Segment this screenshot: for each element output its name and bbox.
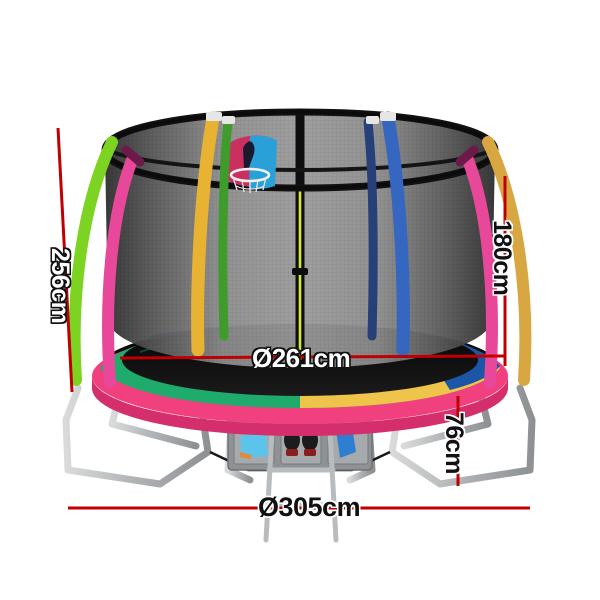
dimension-label-net-height: 180cm (488, 220, 516, 296)
dimension-line-256 (56, 127, 74, 393)
dimension-label-overall-diameter: Ø305cm (258, 492, 361, 522)
pole-yellow (191, 111, 220, 357)
pole-outer-left-pink (102, 154, 138, 388)
pole-outer-right-pink (462, 154, 498, 388)
pole-outer-left-green (68, 136, 118, 386)
dimension-lines (56, 127, 530, 510)
dimension-line-261 (119, 354, 506, 360)
towel-item (240, 432, 268, 458)
dimension-label-frame-height: 76cm (440, 412, 468, 474)
safety-enclosure-net (101, 108, 499, 368)
pole-dark-blue (363, 117, 378, 341)
pole-green (218, 117, 233, 341)
enclosure-poles-outer (68, 136, 532, 388)
pole-blue (381, 111, 410, 357)
dimension-label-overall-height: 256cm (46, 248, 74, 324)
basketball-hoop (224, 135, 277, 193)
dimension-label-mat-diameter: Ø261cm (252, 343, 351, 373)
pole-outer-right-yellow (482, 136, 532, 386)
enclosure-poles-inner (191, 111, 410, 357)
access-ladder (263, 429, 339, 543)
